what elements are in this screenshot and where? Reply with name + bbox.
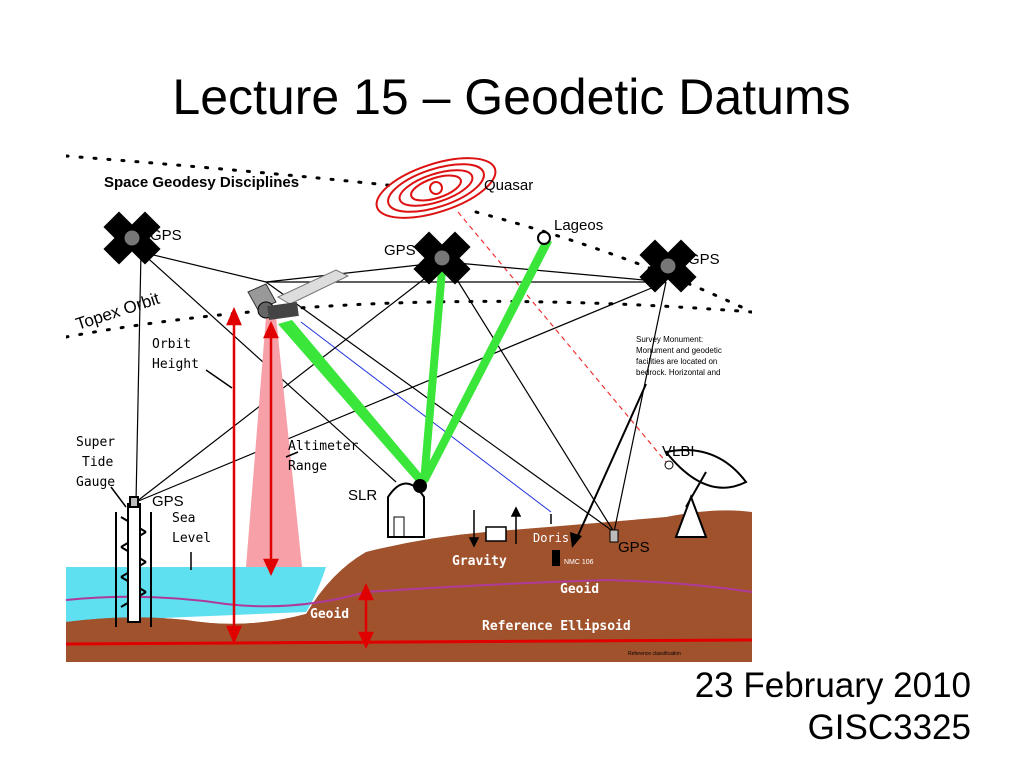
altimeter-range-label: Range	[288, 459, 327, 474]
slide-footer: 23 February 2010 GISC3325	[695, 665, 971, 749]
gps-satellite-icon	[103, 211, 161, 265]
orbit-height-label: Height	[152, 357, 199, 372]
vlbi-label: VLBI	[662, 443, 695, 460]
survey-monument-label: bedrock. Horizontal and	[636, 368, 721, 377]
survey-monument-label: Monument and geodetic	[636, 346, 722, 355]
gps-label: GPS	[618, 539, 650, 556]
tide-gauge-label: Gauge	[76, 475, 115, 490]
quasar-label: Quasar	[484, 177, 533, 194]
sea-level-label: Sea	[172, 511, 195, 526]
vlbi-antenna-icon	[664, 449, 748, 538]
gps-satellite-icon	[413, 231, 471, 285]
lecture-date: 23 February 2010	[694, 666, 971, 705]
survey-monument-label: Survey Monument:	[636, 335, 703, 344]
lageos-label: Lageos	[554, 217, 603, 234]
tide-gauge-label: Tide	[82, 455, 113, 470]
geoid-label: Geoid	[310, 607, 349, 622]
orbit-height-label: Orbit	[152, 337, 191, 352]
lageos-icon	[537, 231, 551, 245]
figure-credit: Reference classification	[628, 651, 681, 657]
survey-monument-label: facilities are located on	[636, 357, 717, 366]
nmc-label: NMC 106	[564, 559, 594, 566]
doris-label: Doris	[533, 531, 569, 545]
slr-observatory-icon	[387, 479, 427, 538]
tide-gauge-icon	[115, 496, 152, 627]
slr-label: SLR	[348, 487, 377, 504]
gps-label: GPS	[384, 242, 416, 259]
space-geodesy-diagram: Space Geodesy Disciplines Quasar Lageos …	[66, 152, 752, 662]
figure-heading: Space Geodesy Disciplines	[104, 174, 299, 191]
slide-title: Lecture 15 – Geodetic Datums	[172, 69, 851, 125]
tide-gauge-label: Super	[76, 435, 115, 450]
gps-label: GPS	[688, 251, 720, 268]
course-code: GISC3325	[807, 708, 971, 747]
gravity-label: Gravity	[452, 554, 507, 569]
gps-label: GPS	[150, 227, 182, 244]
altimeter-range-label: Altimeter	[288, 439, 359, 454]
topex-satellite-icon	[247, 269, 350, 321]
reference-ellipsoid-label: Reference Ellipsoid	[482, 619, 631, 634]
gps-label: GPS	[152, 493, 184, 510]
geoid-label: Geoid	[560, 582, 599, 597]
sea-level-label: Level	[172, 531, 211, 546]
